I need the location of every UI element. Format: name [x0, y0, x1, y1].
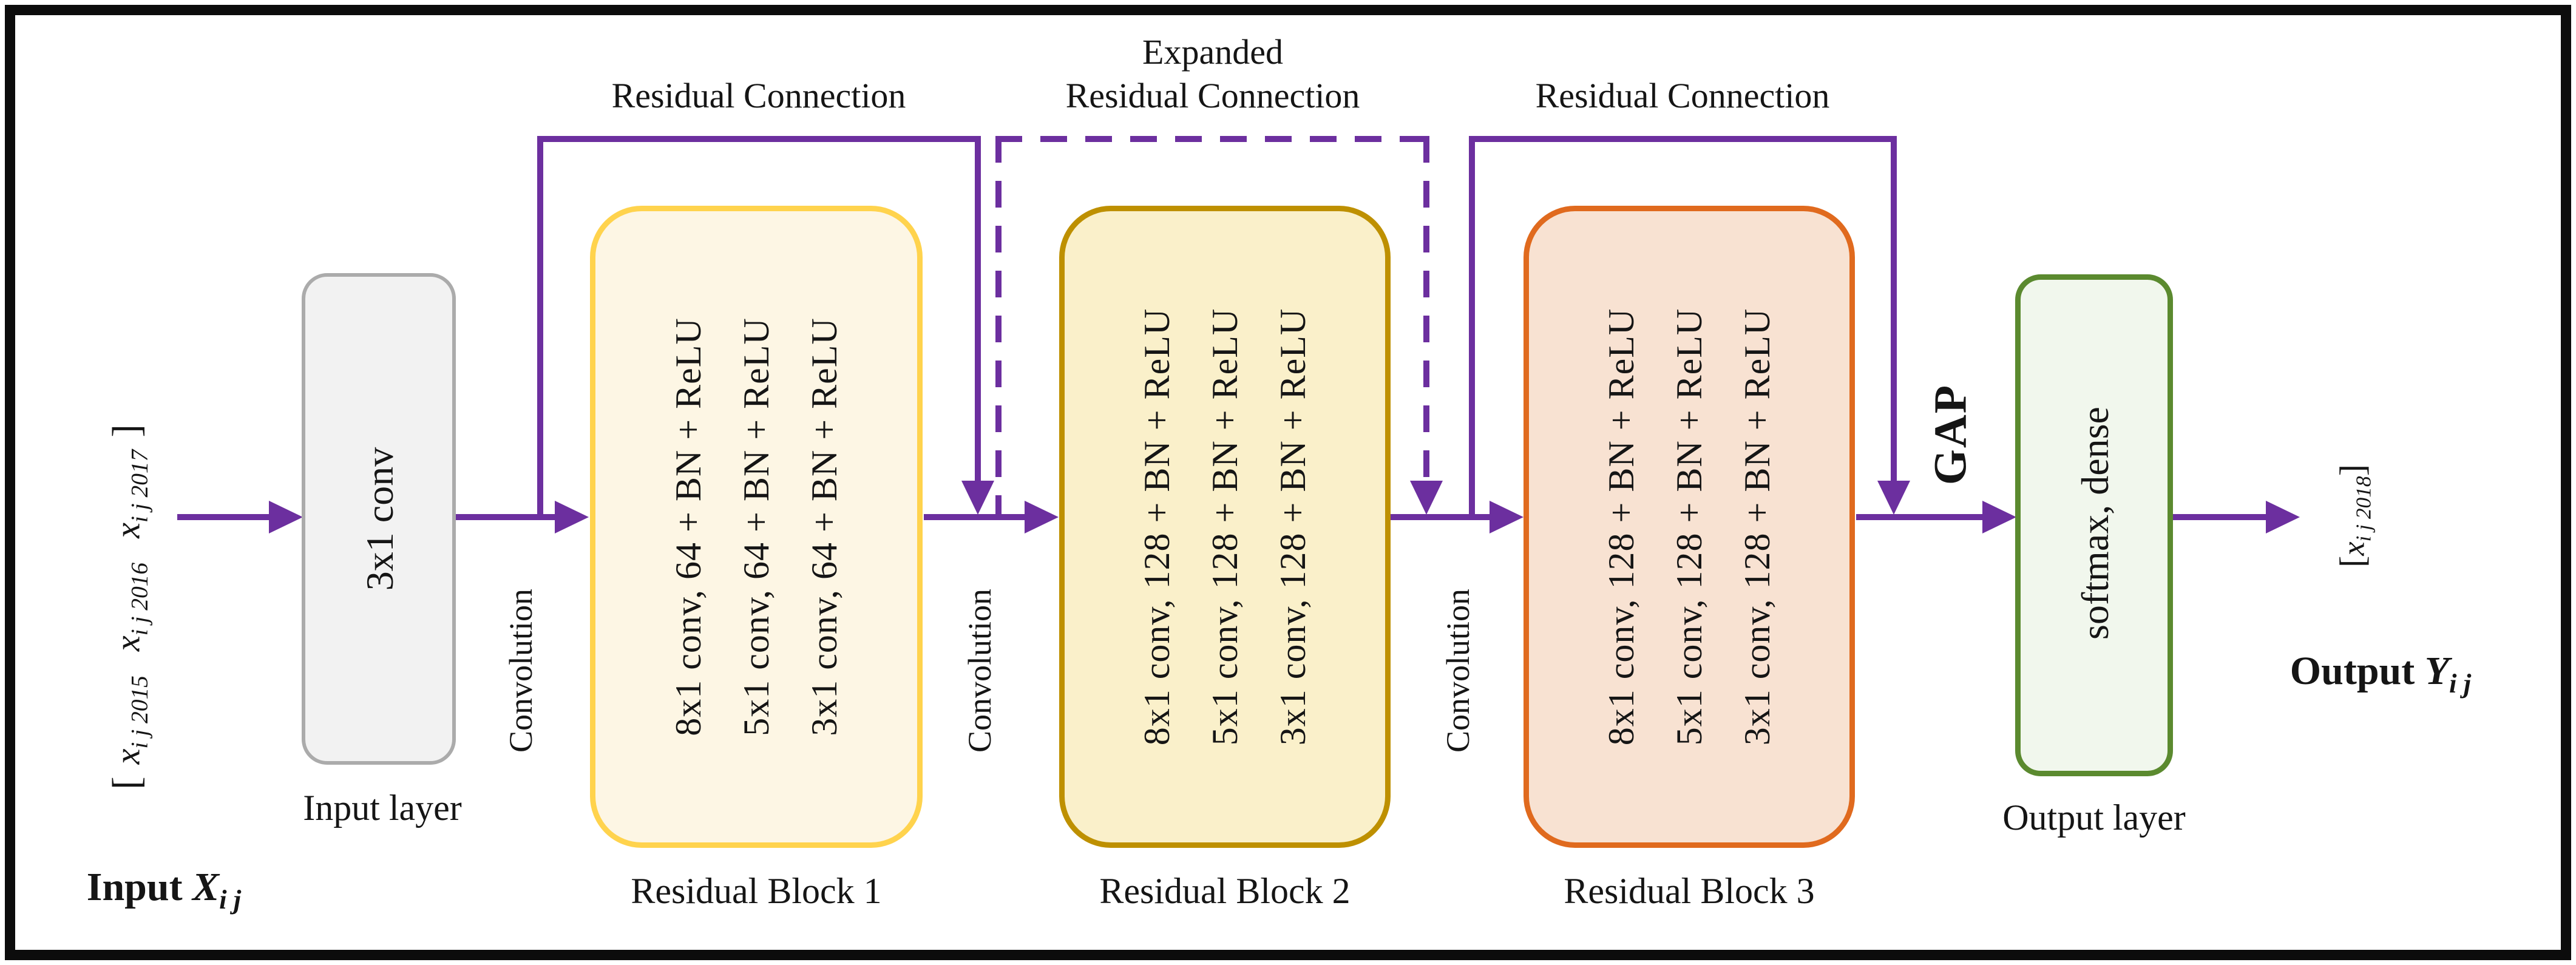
input-tensor-item: xi j 2015 [107, 676, 153, 765]
figure-border [5, 5, 2571, 960]
residual-connection-1-label: Residual Connection [611, 76, 906, 115]
expanded-rise-line [995, 136, 1002, 517]
arrow-head-icon [1025, 501, 1059, 533]
arrow-shaft [1390, 514, 1492, 520]
arrow-shaft [177, 514, 273, 520]
close-bracket: ] [104, 424, 149, 438]
arrow-shaft [2173, 514, 2269, 520]
arrow-head-icon [269, 501, 303, 533]
open-bracket: [ [104, 776, 149, 790]
residual-rise-line [1469, 136, 1475, 517]
close-bracket: ] [2332, 464, 2372, 476]
residual-drop-line [975, 136, 981, 483]
arrow-shaft [924, 514, 1027, 520]
block-2-line-2: 5x1 conv, 128 + BN + ReLU [1205, 308, 1245, 746]
arrow-shaft [1856, 514, 1986, 520]
arrow-head-down-icon [1877, 481, 1910, 515]
expanded-drop-line [1423, 136, 1429, 479]
block-2-line-3: 3x1 conv, 128 + BN + ReLU [1273, 308, 1313, 746]
output-layer-box [2015, 274, 2173, 776]
arrow-head-icon [1982, 501, 2016, 533]
residual-block-2-caption: Residual Block 2 [1099, 871, 1351, 911]
residual-block-3 [1524, 206, 1855, 848]
arrow-shaft [456, 514, 558, 520]
block-3-line-3: 3x1 conv, 128 + BN + ReLU [1737, 308, 1777, 746]
arrow-head-down-icon [1410, 481, 1443, 515]
input-title: Input Xi j [86, 865, 242, 915]
residual-top-line [537, 136, 981, 142]
residual-block-1 [590, 206, 923, 848]
block-1-line-3: 3x1 conv, 64 + BN + ReLU [804, 317, 844, 736]
residual-block-2 [1059, 206, 1391, 848]
block-2-line-1: 8x1 conv, 128 + BN + ReLU [1137, 308, 1177, 746]
input-tensor-item: xi j 2016 [107, 562, 153, 652]
arrow-head-icon [555, 501, 589, 533]
input-layer-caption: Input layer [303, 788, 462, 828]
input-layer-box [302, 273, 456, 765]
residual-connection-2-label: Residual Connection [1535, 76, 1830, 115]
block-1-line-1: 8x1 conv, 64 + BN + ReLU [668, 317, 708, 736]
residual-block-3-caption: Residual Block 3 [1564, 871, 1815, 911]
expanded-top-line [995, 136, 1429, 142]
expanded-residual-connection-label: Expanded Residual Connection [970, 30, 1456, 118]
arrow-head-icon [1490, 501, 1524, 533]
output-layer-caption: Output layer [2002, 797, 2186, 838]
residual-block-1-caption: Residual Block 1 [631, 871, 882, 911]
expanded-label-line2: Residual Connection [1065, 76, 1360, 115]
block-3-line-2: 5x1 conv, 128 + BN + ReLU [1669, 308, 1709, 746]
arrow-head-icon [2266, 501, 2300, 533]
open-bracket: [ [2332, 555, 2372, 567]
residual-drop-line [1891, 136, 1897, 483]
input-tensor-item: xi j 2017 [107, 449, 153, 538]
output-title: Output Yi j [2290, 649, 2472, 699]
residual-top-line [1469, 136, 1897, 142]
expanded-label-line1: Expanded [1142, 32, 1283, 72]
block-3-line-1: 8x1 conv, 128 + BN + ReLU [1601, 308, 1641, 746]
residual-rise-line [537, 136, 543, 517]
block-1-line-2: 5x1 conv, 64 + BN + ReLU [736, 317, 776, 736]
arrow-head-down-icon [961, 481, 994, 515]
